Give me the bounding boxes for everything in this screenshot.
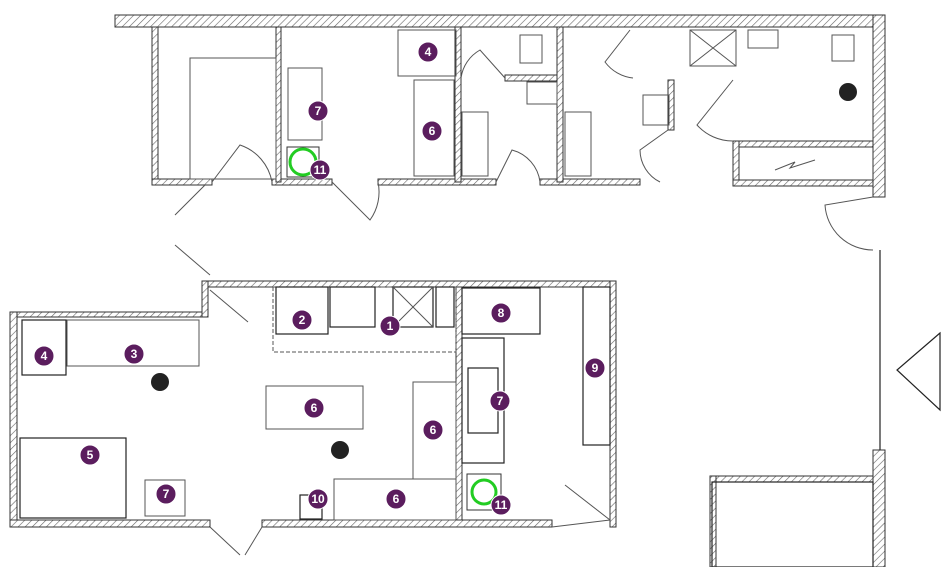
equipment-badge: 6 <box>421 120 443 142</box>
equipment-badge: 7 <box>307 100 329 122</box>
badge-number: 7 <box>497 394 504 408</box>
person-icon <box>331 441 349 459</box>
equipment-badge: 6 <box>385 488 407 510</box>
equipment-badge: 8 <box>490 302 512 324</box>
equipment-badge: 11 <box>490 494 512 516</box>
badge-number: 11 <box>495 498 508 512</box>
entrance-arrow-icon <box>896 331 941 412</box>
badge-number: 7 <box>163 487 170 501</box>
badge-layer: 4 7 6 11 2 1 8 9 4 3 6 7 6 5 7 10 6 11 <box>33 41 606 516</box>
badge-number: 1 <box>387 319 394 333</box>
badge-number: 5 <box>87 448 94 462</box>
badge-number: 8 <box>498 306 505 320</box>
badge-number: 6 <box>430 423 437 437</box>
badge-number: 6 <box>429 124 436 138</box>
badge-number: 10 <box>311 492 325 506</box>
equipment-badge: 2 <box>291 309 313 331</box>
badge-number: 4 <box>41 349 48 363</box>
badge-number: 9 <box>592 361 599 375</box>
person-icon <box>839 83 857 101</box>
badge-number: 2 <box>299 313 306 327</box>
equipment-badge: 4 <box>33 345 55 367</box>
equipment-badge: 10 <box>307 488 329 510</box>
walls <box>9 14 886 567</box>
equipment-badge: 1 <box>379 315 401 337</box>
equipment-badge: 4 <box>417 41 439 63</box>
badge-number: 7 <box>315 104 322 118</box>
badge-number: 3 <box>131 347 138 361</box>
person-icon <box>151 373 169 391</box>
equipment-badge: 7 <box>489 390 511 412</box>
badge-number: 6 <box>393 492 400 506</box>
equipment-badge: 6 <box>303 397 325 419</box>
equipment-badge: 3 <box>123 343 145 365</box>
people <box>151 83 857 459</box>
badge-number: 4 <box>425 45 432 59</box>
badge-number: 11 <box>314 163 327 177</box>
equipment-badge: 9 <box>584 357 606 379</box>
equipment-badge: 6 <box>422 419 444 441</box>
badge-number: 6 <box>311 401 318 415</box>
equipment-badge: 11 <box>309 159 331 181</box>
equipment-badge: 5 <box>79 444 101 466</box>
equipment-badge: 7 <box>155 483 177 505</box>
